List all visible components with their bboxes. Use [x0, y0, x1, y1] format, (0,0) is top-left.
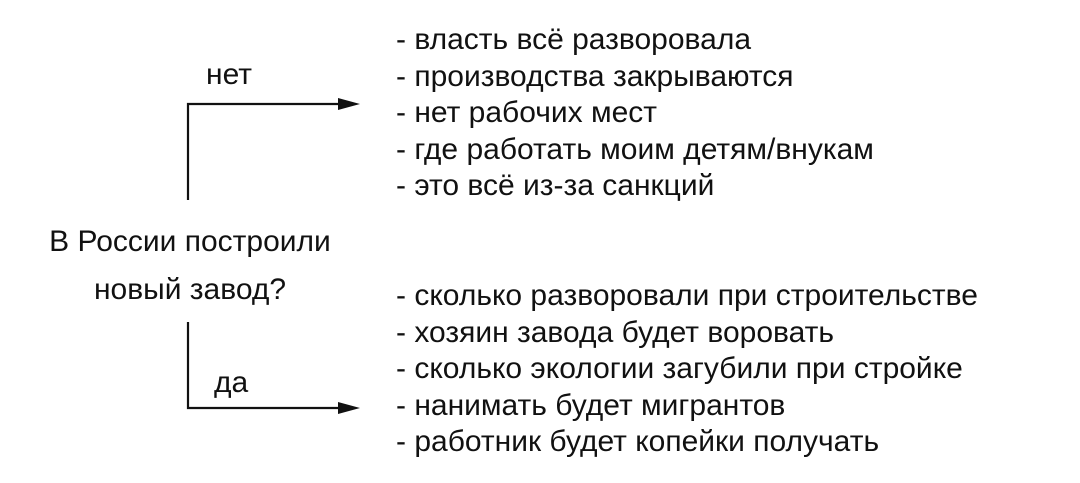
branch-yes-label: да — [214, 366, 249, 399]
list-item: - нет рабочих мест — [396, 96, 658, 129]
list-item: - где работать моим детям/внукам — [396, 132, 874, 166]
arrow-yes-line — [186, 322, 342, 410]
list-item: - сколько экологии загубили при стройке — [396, 352, 963, 385]
list-item: - это всё из-за санкций — [396, 169, 715, 202]
arrow-yes-head — [338, 402, 360, 414]
branch-no-label: нет — [206, 58, 252, 91]
list-item: - сколько разворовали при строительстве — [396, 279, 978, 312]
list-item: - хозяин завода будет воровать — [396, 315, 835, 349]
question-line-1: В России построили — [49, 225, 331, 258]
question-line-2: новый завод? — [93, 273, 287, 306]
list-item: - нанимать будет мигрантов — [396, 388, 786, 422]
arrow-no-head — [338, 98, 360, 110]
arrow-no-line — [186, 102, 342, 200]
branch-yes-list: - сколько разворовали при строительстве … — [396, 278, 978, 461]
list-item: - работник будет копейки получать — [396, 425, 880, 458]
list-item: - власть всё разворовала — [396, 23, 752, 56]
question-text: В России построили новый завод? — [30, 218, 350, 314]
branch-no-list: - власть всё разворовала - производства … — [396, 22, 874, 205]
list-item: - производства закрываются — [396, 59, 794, 93]
